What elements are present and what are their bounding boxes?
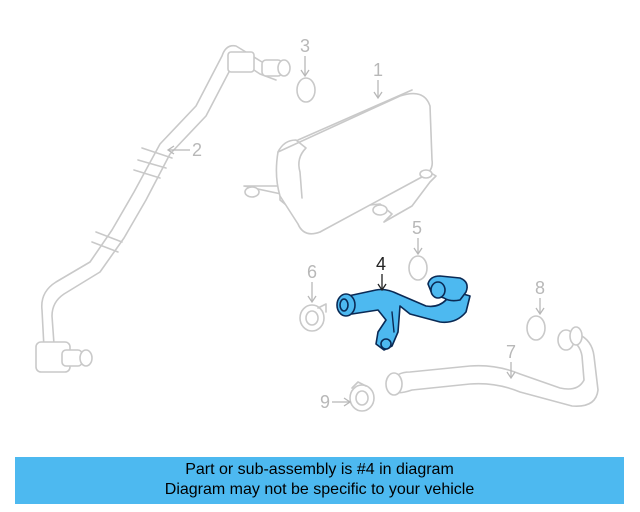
svg-text:3: 3 [300,36,310,56]
part-9-clamp[interactable] [349,381,375,412]
callout-1: 1 [373,60,383,100]
svg-text:2: 2 [192,140,202,160]
callout-7: 7 [506,342,516,380]
svg-text:9: 9 [320,392,330,412]
part-3-o-ring[interactable] [296,77,316,103]
callout-9: 9 [320,392,352,412]
svg-text:1: 1 [373,60,383,80]
part-4-oil-pipe[interactable] [336,275,471,351]
info-banner: Part or sub-assembly is #4 in diagram Di… [15,457,624,504]
banner-line-part: Part or sub-assembly is #4 in diagram [185,461,454,478]
callout-4: 4 [376,254,387,292]
part-5-o-ring[interactable] [408,255,428,281]
callout-6: 6 [307,262,317,304]
parts-diagram: 1 2 3 4 5 6 7 8 9 [35,36,599,412]
part-2-oil-hose[interactable] [35,44,291,373]
svg-text:4: 4 [376,254,386,274]
callout-8: 8 [535,278,545,316]
part-7-hose[interactable] [385,326,599,407]
svg-text:8: 8 [535,278,545,298]
svg-text:7: 7 [506,342,516,362]
part-1-oil-cooler[interactable] [243,89,437,235]
callout-5: 5 [412,218,423,256]
svg-text:6: 6 [307,262,317,282]
banner-line-disclaimer: Diagram may not be specific to your vehi… [164,481,475,498]
svg-text:5: 5 [412,218,422,238]
callout-2: 2 [166,140,202,160]
part-8-o-ring[interactable] [526,315,546,341]
callout-3: 3 [300,36,310,78]
part-6-clamp[interactable] [299,303,327,332]
